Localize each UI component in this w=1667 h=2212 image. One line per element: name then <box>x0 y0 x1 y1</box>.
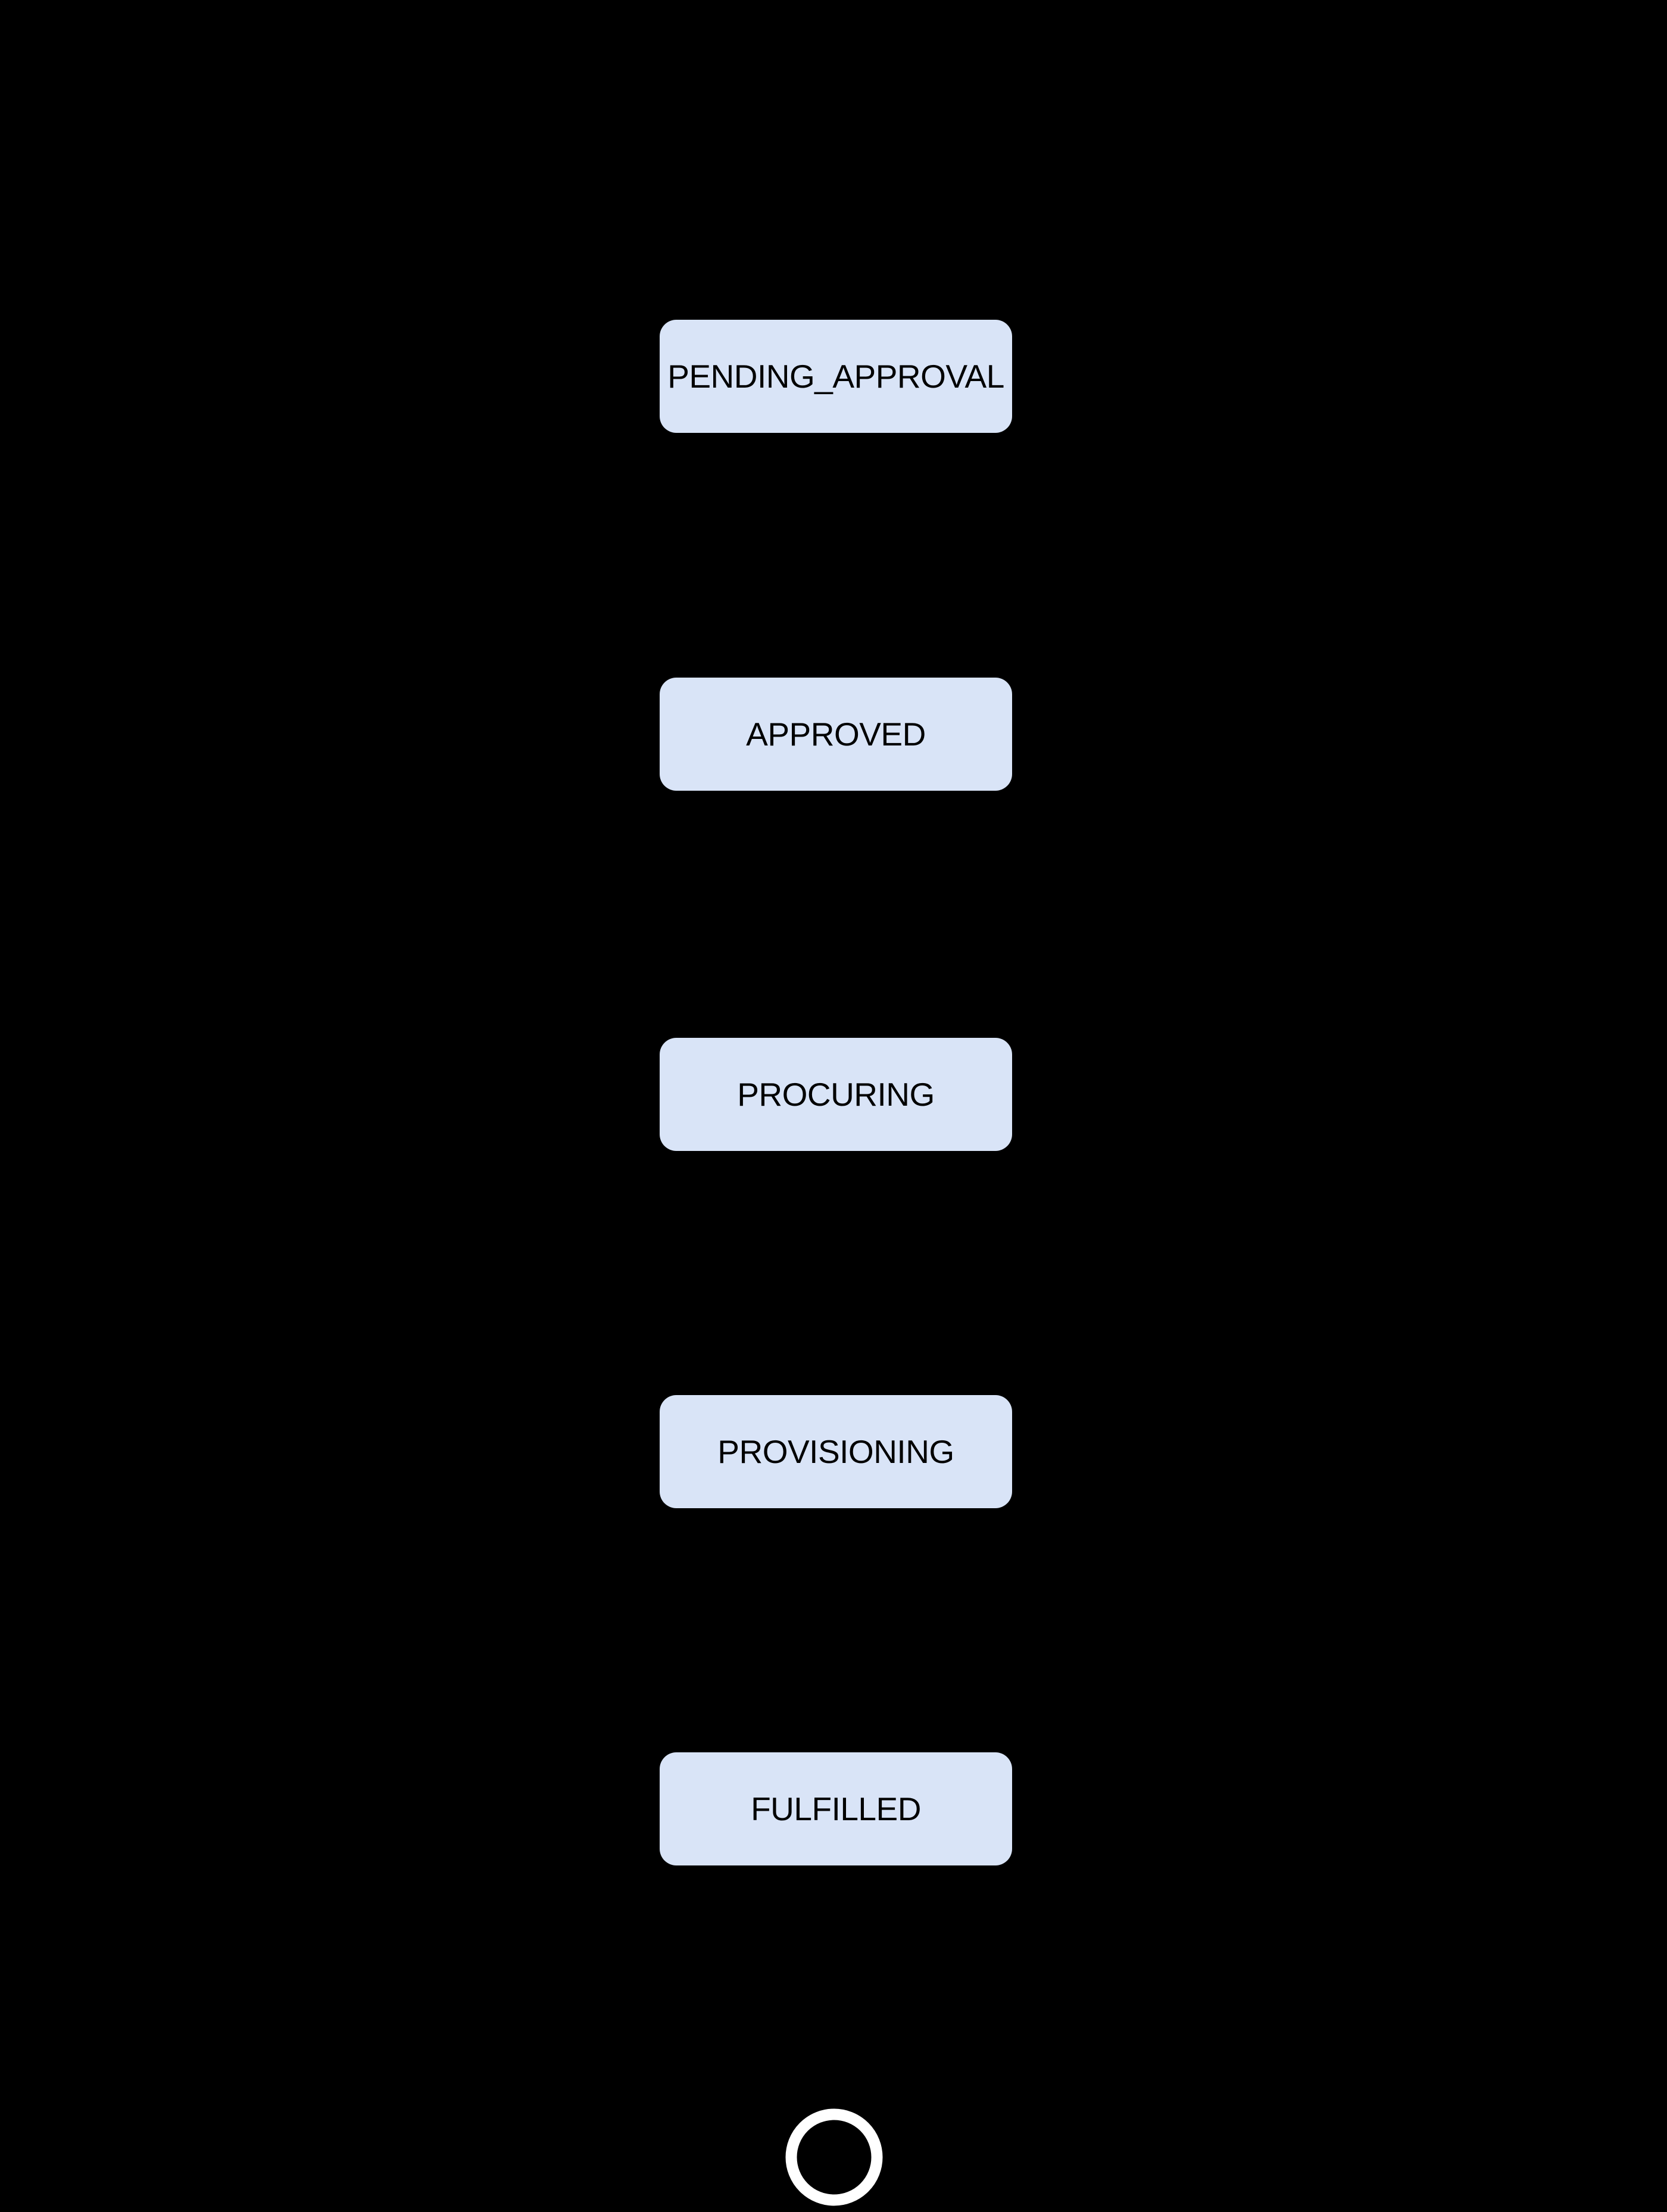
state-node-provisioning: PROVISIONING <box>660 1395 1012 1508</box>
state-node-fulfilled: FULFILLED <box>660 1752 1012 1865</box>
end-state-circle-icon <box>785 2108 883 2206</box>
state-label-approved: APPROVED <box>746 715 926 753</box>
state-label-procuring: PROCURING <box>737 1075 935 1113</box>
state-label-fulfilled: FULFILLED <box>751 1790 921 1827</box>
state-node-procuring: PROCURING <box>660 1038 1012 1151</box>
state-node-approved: APPROVED <box>660 678 1012 791</box>
state-label-pending-approval: PENDING_APPROVAL <box>667 357 1004 395</box>
state-node-pending-approval: PENDING_APPROVAL <box>660 320 1012 433</box>
state-label-provisioning: PROVISIONING <box>717 1433 954 1470</box>
